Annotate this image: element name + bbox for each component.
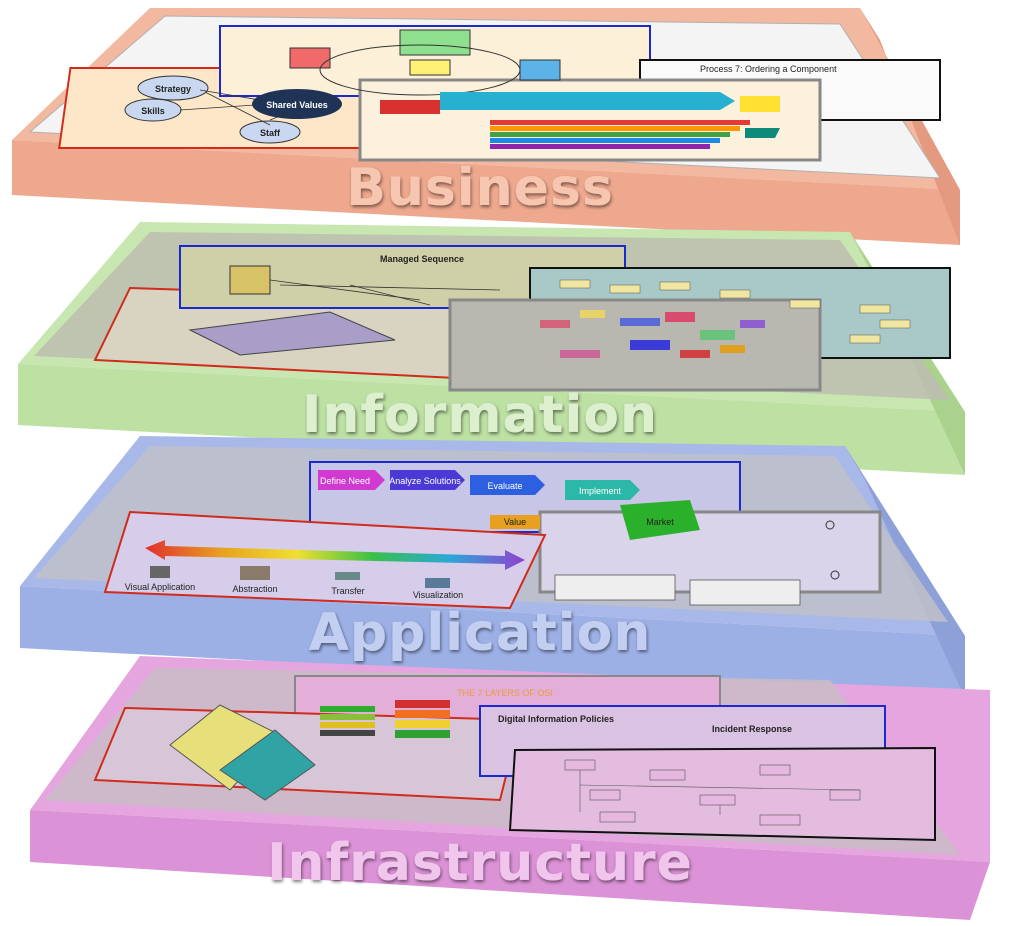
infrastructure-layer-front [30,810,990,920]
business-layer: Strategy Skills Shared Values Staff Proc… [12,8,960,245]
app-item-visual: Visual Application [125,582,195,592]
business-layer-front [12,140,960,245]
infrastructure-layer: THE 7 LAYERS OF OSI Digital Information … [30,656,990,920]
app-item-transfer: Transfer [331,586,364,596]
application-label: Application [309,603,652,663]
panel-digital-policies: Digital Information Policies [498,714,614,724]
application-layer: Define Need Analyze Solutions Evaluate I… [20,436,965,698]
flow-step-implement: Implement [579,486,622,496]
information-layer: Managed Sequence Information [18,222,965,475]
value-label: Value [504,517,526,527]
panel-incident-response: Incident Response [712,724,792,734]
app-item-abstraction: Abstraction [232,584,277,594]
process-title: Process 7: Ordering a Component [700,64,837,74]
infrastructure-title: THE 7 LAYERS OF OSI [457,688,553,698]
node-staff: Staff [260,128,281,138]
information-header: Managed Sequence [380,254,464,264]
flow-step-analyze: Analyze Solutions [389,476,461,486]
flow-step-define-need: Define Need [320,476,370,486]
infrastructure-label: Infrastructure [267,833,693,893]
business-label: Business [346,158,614,218]
node-strategy: Strategy [155,84,191,94]
application-layer-front [20,586,965,698]
app-item-visualization: Visualization [413,590,463,600]
market-label: Market [646,517,674,527]
node-shared-values: Shared Values [266,100,328,110]
node-skills: Skills [141,106,165,116]
information-label: Information [302,385,658,445]
flow-step-evaluate: Evaluate [487,481,522,491]
